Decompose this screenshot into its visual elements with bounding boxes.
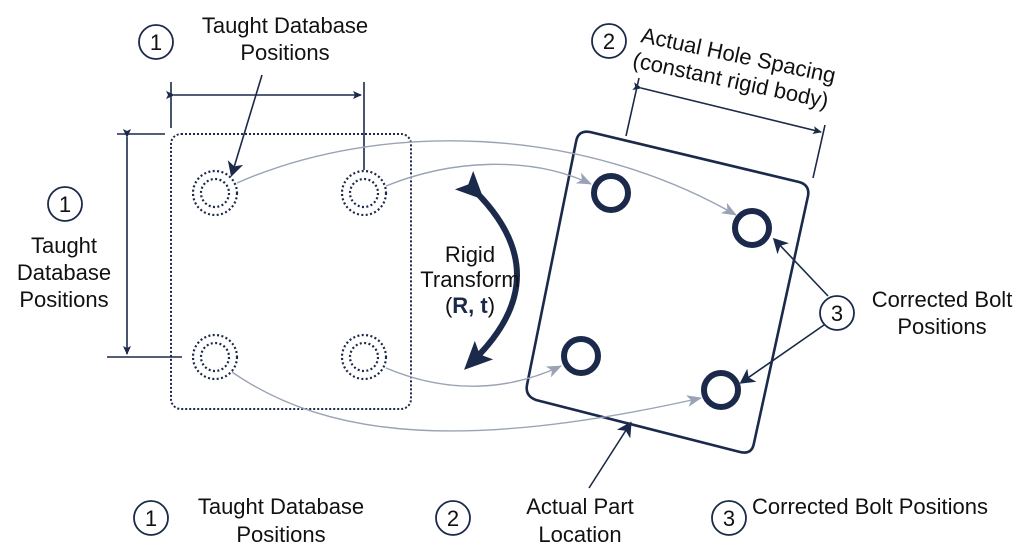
badge-number: 1 (145, 506, 157, 531)
transform-label-line2: Transform (420, 267, 519, 292)
flow-arrow-bottom-right (385, 365, 562, 387)
separator: , (468, 293, 480, 318)
corrected-hole-top-left (591, 173, 631, 213)
legend-item-1: 1 Taught Database Positions (133, 494, 364, 547)
badge-circle (591, 23, 627, 59)
pointer-to-bottom-right-hole (739, 324, 825, 384)
rotated-dimension-tick-left (625, 77, 640, 137)
badge-circle (435, 500, 471, 536)
legend-line2: Positions (236, 522, 325, 547)
badge-number: 1 (59, 192, 71, 217)
legend-line2: Location (538, 522, 621, 547)
pointer-to-taught-hole (227, 74, 263, 177)
pointer-to-top-right-hole (772, 237, 829, 297)
legend-line1: Corrected Bolt Positions (752, 494, 988, 519)
badge-number: 3 (831, 301, 843, 326)
corrected-hole-bottom-right (701, 370, 741, 410)
taught-plate-outline (170, 133, 412, 410)
rigid-transform-arrow (454, 170, 520, 370)
transform-label-rt: (R, t) (445, 293, 495, 318)
legend-item-2: 2 Actual Part Location (435, 494, 634, 547)
label-line1: Corrected Bolt (872, 287, 1013, 312)
taught-hole-bottom-right (340, 333, 388, 381)
badge-circle (138, 24, 174, 60)
actual-part-outline (525, 130, 810, 454)
badge-circle (133, 500, 169, 536)
top-right-label: 2 Actual Hole Spacing (constant rigid bo… (591, 22, 838, 113)
taught-hole-bottom-left (191, 333, 239, 381)
label-line2: Positions (897, 314, 986, 339)
badge-number: 3 (723, 506, 735, 531)
badge-circle (47, 186, 83, 222)
label-line3: Positions (19, 287, 108, 312)
legend-line1: Actual Part (526, 494, 634, 519)
paren-open: ( (445, 293, 453, 318)
corrected-hole-bottom-left (561, 336, 601, 376)
label-line1: Taught Database (202, 13, 368, 38)
legend: 1 Taught Database Positions 2 Actual Par… (133, 494, 988, 547)
right-label: 3 Corrected Bolt Positions (739, 237, 1013, 384)
transform-label-line1: Rigid (445, 242, 495, 267)
rotated-dimension-arrow (632, 82, 822, 134)
badge-number: 2 (603, 29, 615, 54)
badge-circle (819, 295, 855, 331)
badge-circle (711, 500, 747, 536)
taught-hole-top-right (340, 169, 388, 217)
flow-arrow-bottom-left (231, 371, 702, 432)
left-label: 1 Taught Database Positions (17, 186, 111, 312)
taught-hole-top-left (191, 169, 239, 217)
top-left-label: 1 Taught Database Positions (138, 13, 368, 65)
flow-arrow-top-left (236, 140, 737, 216)
rotated-dimension-tick-right (812, 124, 826, 179)
badge-number: 1 (150, 30, 162, 55)
label-line1: Taught (31, 233, 97, 258)
label-line2: Database (17, 260, 111, 285)
corrected-hole-top-right (732, 208, 772, 248)
paren-close: ) (488, 293, 495, 318)
rotation-symbol: R (452, 293, 468, 318)
translation-symbol: t (480, 293, 488, 318)
legend-item-3: 3 Corrected Bolt Positions (711, 494, 988, 536)
badge-number: 2 (447, 506, 459, 531)
label-line2: Positions (240, 40, 329, 65)
pointer-to-actual-part (588, 421, 632, 489)
legend-line1: Taught Database (198, 494, 364, 519)
flow-arrow-top-right (385, 163, 592, 187)
